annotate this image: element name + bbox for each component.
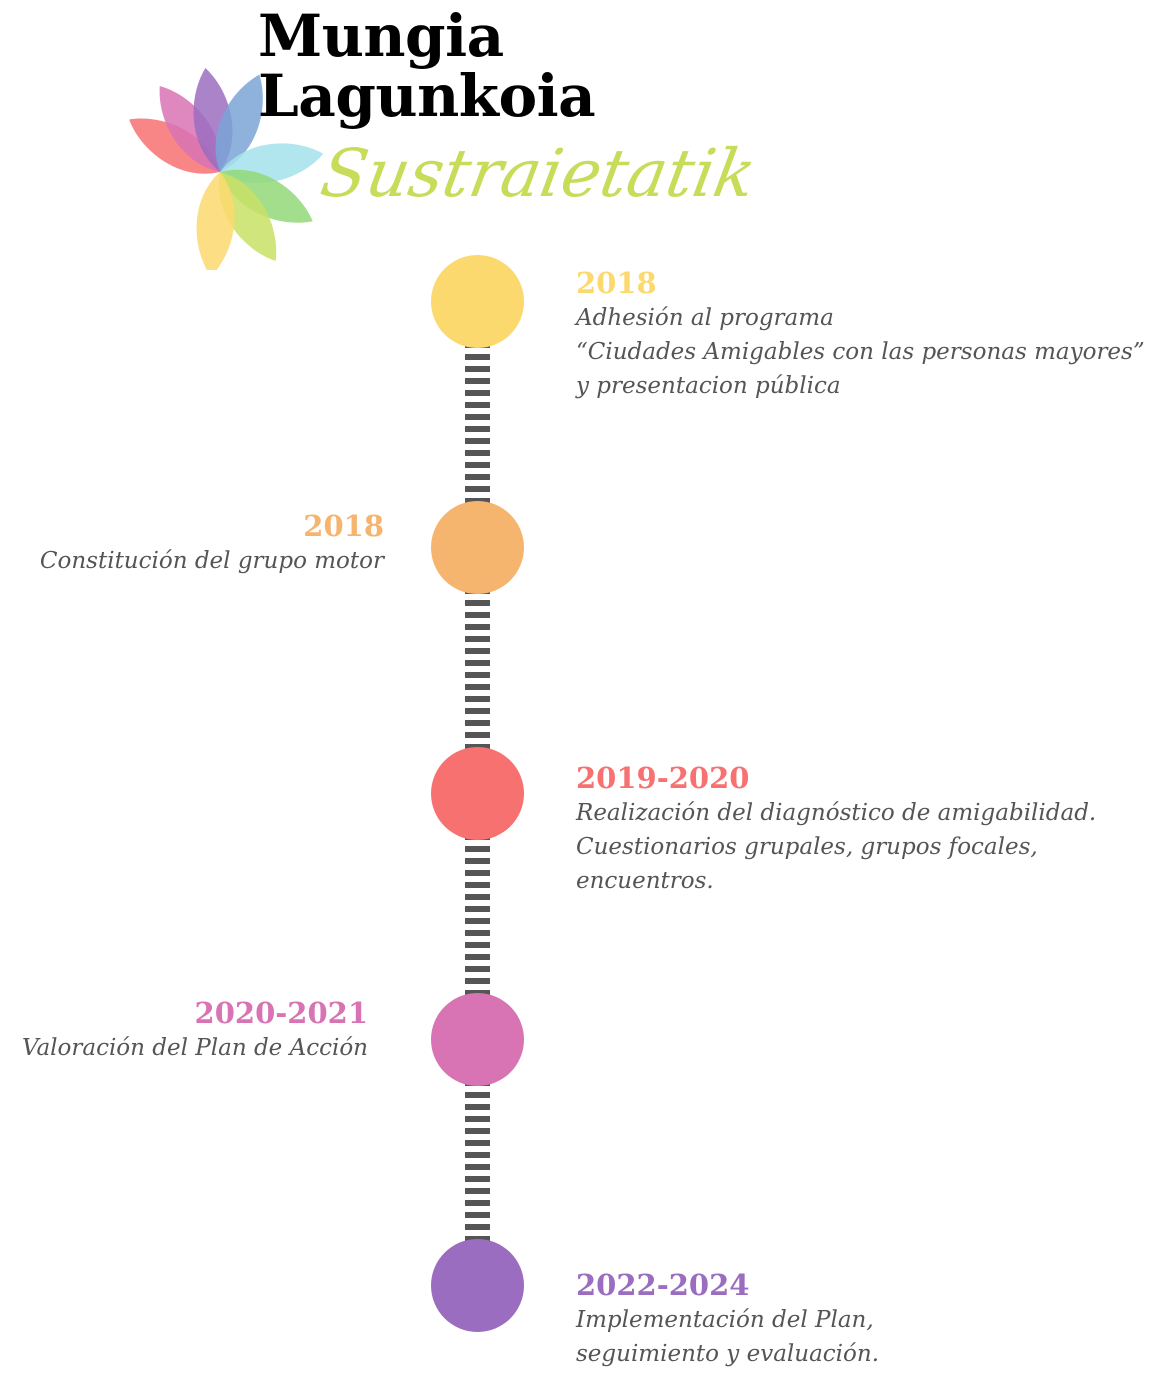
- description-line: Realización del diagnóstico de amigabili…: [576, 800, 1097, 826]
- timeline-year: 2020-2021: [194, 996, 368, 1030]
- logo: Mungia Lagunkoia Sustraietatik: [100, 0, 762, 270]
- description-line: y presentacion pública: [576, 373, 841, 399]
- description-line: Cuestionarios grupales, grupos focales,: [576, 834, 1038, 860]
- description-line: Valoración del Plan de Acción: [21, 1035, 368, 1061]
- timeline-year: 2019-2020: [576, 761, 750, 795]
- description-line: encuentros.: [576, 868, 714, 894]
- timeline-entry-2: 2018 Constitución del grupo motor: [40, 508, 384, 578]
- description-line: Adhesión al programa: [576, 305, 834, 331]
- timeline-node-4: [431, 993, 524, 1086]
- logo-title: Mungia Lagunkoia: [258, 2, 596, 130]
- timeline-entry-4: 2020-2021 Valoración del Plan de Acción: [22, 995, 368, 1065]
- timeline-year: 2018: [303, 509, 384, 543]
- timeline-year: 2022-2024: [576, 1268, 750, 1302]
- logo-title-line-1: Mungia: [258, 2, 504, 70]
- flower-petal-icon: [215, 74, 263, 172]
- timeline-connector: [465, 342, 490, 504]
- timeline-connector: [465, 834, 490, 996]
- timeline-connector: [465, 588, 490, 750]
- timeline-description: Implementación del Plan, seguimiento y e…: [576, 1303, 879, 1371]
- timeline-year: 2018: [576, 266, 657, 300]
- timeline-connector: [465, 1080, 490, 1242]
- timeline-node-2: [431, 501, 524, 594]
- timeline-description: Constitución del grupo motor: [40, 544, 384, 578]
- timeline-entry-3: 2019-2020 Realización del diagnóstico de…: [576, 760, 1096, 898]
- logo-title-line-2: Lagunkoia: [258, 62, 596, 130]
- timeline-node-5: [431, 1239, 524, 1332]
- description-line: “Ciudades Amigables con las personas may…: [576, 339, 1145, 365]
- description-line: Implementación del Plan,: [576, 1307, 874, 1333]
- timeline-description: Realización del diagnóstico de amigabili…: [576, 796, 1096, 898]
- flower-logo-icon: [129, 68, 324, 270]
- description-line: Constitución del grupo motor: [39, 548, 384, 574]
- timeline-description: Valoración del Plan de Acción: [22, 1031, 368, 1065]
- timeline-node-3: [431, 747, 524, 840]
- flower-petal-icon: [220, 169, 313, 223]
- timeline-description: Adhesión al programa “Ciudades Amigables…: [576, 301, 1145, 403]
- timeline-entry-1: 2018 Adhesión al programa “Ciudades Amig…: [576, 265, 1145, 403]
- flower-petal-icon: [218, 172, 277, 262]
- timeline-entry-5: 2022-2024 Implementación del Plan, segui…: [576, 1267, 879, 1371]
- description-line: seguimiento y evaluación.: [576, 1341, 880, 1367]
- logo-tagline: Sustraietatik: [315, 135, 762, 212]
- timeline-node-1: [431, 255, 524, 348]
- flower-petal-icon: [196, 172, 235, 270]
